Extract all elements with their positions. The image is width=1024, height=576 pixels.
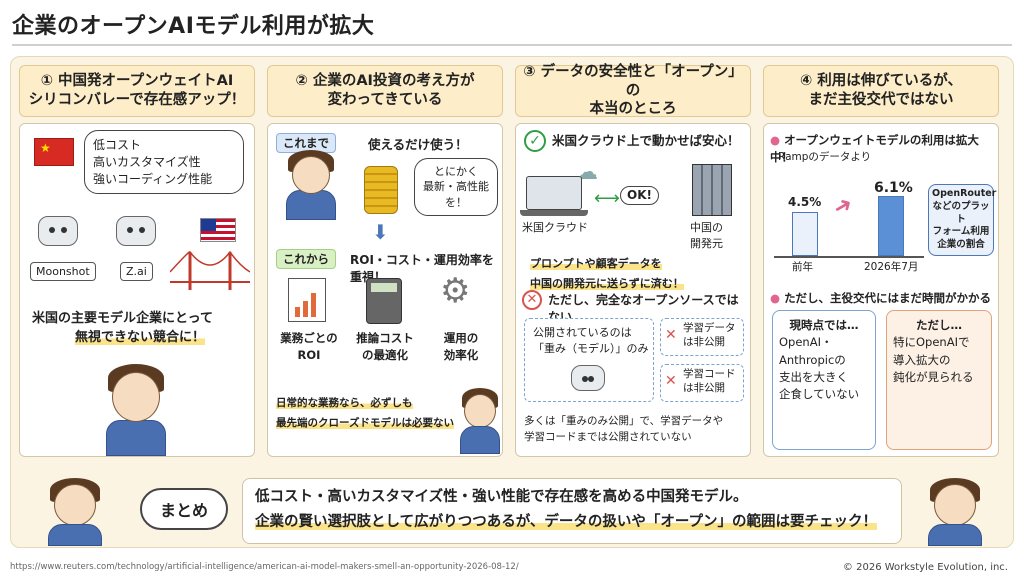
person-illustration <box>928 524 982 546</box>
box-current: 現時点では… OpenAI・Anthropicの 支出を大きく企食していない <box>772 310 876 450</box>
person-face <box>292 156 330 194</box>
public-line1: 公開されているのは <box>533 326 632 339</box>
private-code-box: ✕ 学習コードは非公開 <box>660 364 744 402</box>
chart-value-label: 6.1% <box>874 180 913 196</box>
panel2-heading: ② 企業のAI投資の考え方が変わってきている <box>267 65 503 117</box>
chart-axis <box>774 256 924 258</box>
public-line2: 「重み（モデル）」のみ <box>533 341 649 355</box>
robot-icon <box>571 365 605 391</box>
calculator-icon <box>366 278 402 324</box>
panel1: ★ 低コスト 高いカスタマイズ性 強いコーディング性能 Moonshot Z.a… <box>19 123 255 457</box>
panel3-note: プロンプトや顧客データを 中国の開発元に送らずに済む！ <box>530 257 684 290</box>
summary-line2: 企業の賢い選択肢として広がりつつあるが、データの扱いや「オープン」の範囲は要チェ… <box>255 514 878 531</box>
caution-icon: ✕ <box>522 290 542 310</box>
person-illustration <box>286 190 336 220</box>
roi-chart-icon <box>288 278 326 322</box>
x-icon: ✕ <box>665 373 677 389</box>
box-however: ただし… 特にOpenAIで導入拡大の 鈍化が見られる <box>886 310 992 450</box>
robot-icon <box>38 216 78 246</box>
page-title: 企業のオープンAIモデル利用が拡大 <box>12 14 375 39</box>
right-label: 中国の開発元 <box>690 221 723 250</box>
point1: ● オープンウェイトモデルの利用は拡大中！ <box>770 133 979 164</box>
bridge-icon <box>170 250 250 290</box>
coins-icon <box>364 166 398 214</box>
panel4: ● オープンウェイトモデルの利用は拡大中！ Rampのデータより 4.5% 前年 6… <box>763 123 999 457</box>
robot-label-moonshot: Moonshot <box>30 262 96 281</box>
panel1-note: 米国の主要モデル企業にとって 無視できない競合に！ <box>32 311 213 345</box>
summary-label: まとめ <box>140 488 228 530</box>
building-icon <box>692 164 732 216</box>
chart-bar <box>878 196 904 256</box>
chart-value-label: 4.5% <box>788 195 822 209</box>
person-illustration <box>48 524 102 546</box>
ok-label: OK! <box>620 186 659 206</box>
bullet-icon: ● <box>770 133 781 147</box>
title-divider <box>12 44 1012 46</box>
person-illustration <box>460 426 500 454</box>
item-inference-cost: 推論コストの最適化 <box>356 331 414 362</box>
arrow-down-icon: ⬇ <box>372 220 389 244</box>
person-face <box>112 372 160 422</box>
chart-category-label: 2026年7月 <box>864 261 919 273</box>
gears-icon: ⚙ <box>440 271 471 311</box>
china-flag-icon: ★ <box>34 138 74 166</box>
summary-box: 低コスト・高いカスタマイズ性・強い性能で存在感を高める中国発モデル。 企業の賢い… <box>242 478 902 544</box>
summary-line1: 低コスト・高いカスタマイズ性・強い性能で存在感を高める中国発モデル。 <box>255 489 748 505</box>
us-flag-icon <box>200 218 236 242</box>
panel4-heading: ④ 利用は伸びているが、まだ主役交代ではない <box>763 65 999 117</box>
item-efficiency: 運用の効率化 <box>443 331 479 362</box>
person-illustration <box>106 420 166 456</box>
source-note: Rampのデータより <box>778 151 872 163</box>
x-icon: ✕ <box>665 327 677 343</box>
summary-section: まとめ 低コスト・高いカスタマイズ性・強い性能で存在感を高める中国発モデル。 企… <box>10 474 1014 548</box>
before-bubble: とにかく 最新・高性能を！ <box>414 158 498 217</box>
private-data-box: ✕ 学習データは非公開 <box>660 318 744 356</box>
person-face <box>464 394 496 428</box>
robot-label-zai: Z.ai <box>120 262 153 281</box>
panel2-note: 日常的な業務なら、必ずしも 最先端のクローズドモデルは必要ない <box>276 397 454 429</box>
public-box: 公開されているのは 「重み（モデル）」のみ <box>524 318 654 402</box>
ok-arrow: ⟷ <box>594 188 620 209</box>
before-text: 使えるだけ使う！ <box>368 137 468 152</box>
robot-icon <box>116 216 156 246</box>
chart-category-label: 前年 <box>792 261 813 273</box>
check-text: 米国クラウド上で動かせば安心！ <box>552 133 740 148</box>
check-icon: ✓ <box>524 130 546 152</box>
panel3-bottom-note: 多くは「重みのみ公開」で、学習データや学習コードまでは公開されていない <box>524 415 724 443</box>
after-label: これから <box>276 248 336 269</box>
point2: ● ただし、主役交代にはまだ時間がかかる <box>770 291 992 305</box>
features-bubble: 低コスト 高いカスタマイズ性 強いコーディング性能 <box>84 130 244 195</box>
bullet-icon: ● <box>770 291 781 305</box>
source-url: https://www.reuters.com/technology/artif… <box>10 562 519 572</box>
person-face <box>54 484 96 526</box>
usage-bar-chart: 4.5% 前年 6.1% 2026年7月 <box>774 164 924 274</box>
before-label: これまで <box>276 132 336 153</box>
copyright: © 2026 Workstyle Evolution, inc. <box>842 562 1008 573</box>
laptop-base <box>520 210 588 216</box>
panel3-heading: ③ データの安全性と「オープン」の本当のところ <box>515 64 751 117</box>
panel2: これまで 使えるだけ使う！ とにかく 最新・高性能を！ ⬇ これから ROI・コ… <box>267 123 503 457</box>
left-label: 米国クラウド <box>522 221 588 234</box>
chart-bar <box>792 212 818 256</box>
laptop-icon <box>526 176 582 210</box>
person-face <box>934 484 976 526</box>
panel3: ✓ 米国クラウド上で動かせば安心！ ☁ ⟷ OK! 米国クラウド 中国の開発元 … <box>515 123 751 457</box>
